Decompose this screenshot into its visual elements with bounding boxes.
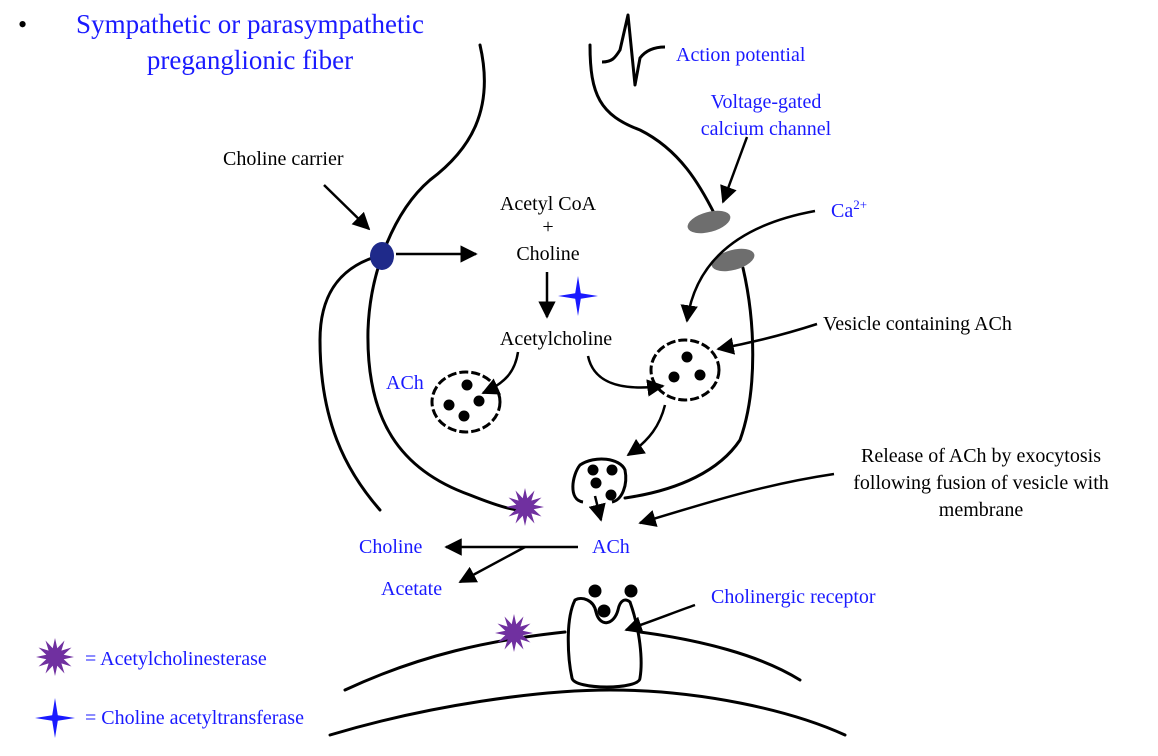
release-label-line2: following fusion of vesicle with (853, 472, 1109, 494)
acetate-label: Acetate (381, 578, 442, 600)
title-line-2: preganglionic fiber (147, 45, 353, 75)
vgcc-label-line1: Voltage-gated (711, 91, 822, 113)
vesicle-containing-ach-label: Vesicle containing ACh (823, 313, 1012, 335)
ach-molecule-icon (624, 584, 638, 598)
legend-choline-acetyltransferase-text: = Choline acetyltransferase (85, 707, 304, 729)
vesicle-right (649, 338, 721, 402)
legend-choline-acetyltransferase-icon (35, 698, 75, 738)
choline-acetyltransferase-icon (558, 276, 598, 316)
choline-label-top: Choline (516, 243, 579, 265)
action-potential-icon (601, 13, 666, 87)
calcium-ion-label: Ca2+ (831, 197, 867, 222)
calcium-channel-icon (711, 248, 755, 272)
ach-molecule-icon (588, 584, 602, 598)
plus-label: + (542, 216, 553, 238)
acetylcholine-label: Acetylcholine (500, 328, 612, 350)
action-potential-label: Action potential (676, 44, 806, 66)
vesicle-left (430, 370, 502, 434)
choline-carrier-icon (370, 242, 394, 270)
ach-molecule-icon (597, 604, 611, 618)
fusing-vesicle (571, 457, 628, 504)
acetylcholinesterase-icon (506, 488, 544, 526)
vgcc-label-line2: calcium channel (701, 118, 832, 140)
ach-label-left: ACh (386, 372, 424, 394)
ach-label-bottom: ACh (592, 536, 630, 558)
cholinergic-receptor-label: Cholinergic receptor (711, 586, 876, 608)
acetylcholinesterase-icon (495, 614, 533, 652)
calcium-channel-icon (687, 210, 731, 234)
legend-acetylcholinesterase-text: = Acetylcholinesterase (85, 648, 267, 670)
acetyl-coa-label: Acetyl CoA (500, 193, 597, 215)
release-label-line1: Release of ACh by exocytosis (861, 445, 1101, 467)
presynaptic-membrane (318, 43, 755, 512)
choline-label-bottom: Choline (359, 536, 422, 558)
postsynaptic-membrane (328, 630, 847, 737)
cholinergic-receptor-icon (566, 597, 643, 689)
title-line-1: Sympathetic or parasympathetic (76, 9, 424, 39)
choline-carrier-label: Choline carrier (223, 148, 344, 170)
legend-acetylcholinesterase-icon (36, 638, 74, 676)
bullet: • (18, 10, 27, 39)
arrows (323, 136, 835, 634)
release-label-line3: membrane (939, 499, 1024, 521)
